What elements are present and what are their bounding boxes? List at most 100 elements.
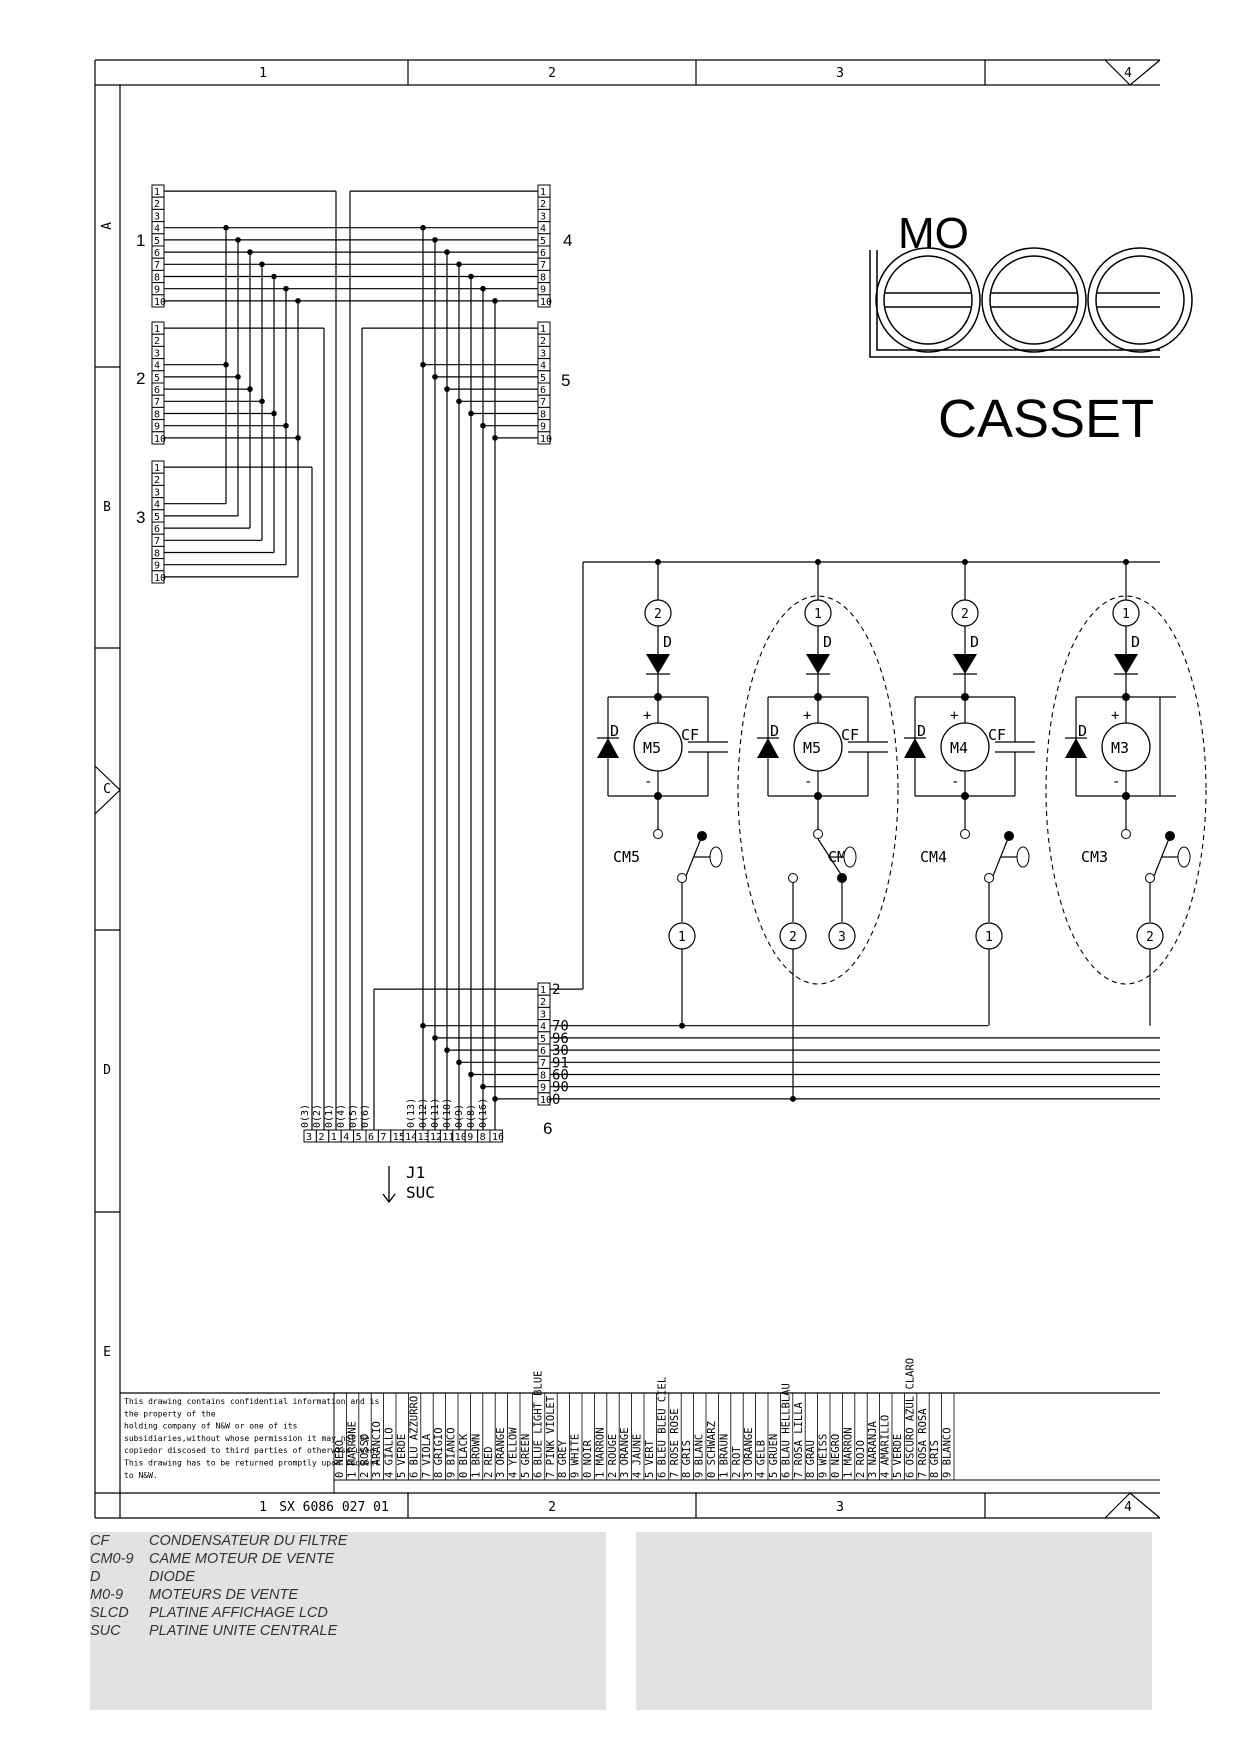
junction-dot [492,298,498,304]
switch-actuator [1016,846,1030,868]
switch-contact [677,873,687,883]
motor-label: M4 [950,739,968,757]
legend-text: PLATINE UNITE CENTRALE [149,1623,338,1639]
connector-1-pin-number: 10 [154,297,166,308]
junction-dot [480,422,486,429]
connector-6-wire-label: 2 [552,982,560,998]
connector-1-pin-number: 1 [154,187,160,198]
connector-4-pin-number: 6 [540,248,546,259]
diode-symbol [646,654,670,674]
color-entry: 6 BLU AZZURRO [408,1396,420,1478]
connector-1-pin-number: 9 [154,285,160,296]
connector-5-pin-number: 2 [540,336,546,347]
title-casset: CASSET [938,389,1154,449]
connector-1-pin-number: 4 [154,224,160,235]
color-entry: 6 BLAU HELLBLAU [780,1383,792,1478]
switch-contact [960,829,970,839]
switch-contact [984,873,994,883]
color-entry: 5 GREEN [520,1434,532,1478]
color-entry: 3 ORANGE [495,1427,507,1478]
connector-6-wire-label: 30 [552,1043,569,1059]
color-entry: 2 ROUGE [607,1434,619,1478]
j1-pin-number: 4 [343,1132,349,1143]
color-entry: 2 ROSSO [359,1434,371,1478]
dashed-option-outline [737,595,899,985]
switch-actuator [1177,846,1191,868]
node-label: 2 [1146,930,1154,945]
junction-dot [247,386,253,392]
diode-symbol [806,654,830,674]
connector-4-pin-number: 8 [540,272,546,283]
motor-minus-sign: - [1112,774,1120,790]
switch-actuator [709,846,723,868]
connector-3-pin-number: 3 [154,487,160,498]
motor-wire [685,835,703,877]
legend-code: SLCD [90,1605,129,1621]
legend-code: M0-9 [90,1587,124,1603]
row-label-d: D [103,1063,111,1078]
color-entry: 3 ORANGE [619,1427,631,1478]
connector-4-pin-number: 7 [540,260,546,271]
cam-label: CM3 [1081,848,1108,866]
legend-text: PLATINE AFFICHAGE LCD [149,1605,328,1621]
connector-5-pin-number: 8 [540,409,546,420]
j1-wire-label: 0(9) [454,1104,465,1128]
flyback-diode-label: D [770,722,779,740]
j1-wire-label: 0(1) [324,1104,335,1128]
connectors-layer: 1234567891012345678910123456789101234567… [151,184,552,1106]
title-mo: MO [898,209,969,258]
junction-dot [679,1022,685,1029]
color-entry: 4 AMARILLO [880,1415,892,1478]
color-entry: 2 ROJO [855,1440,867,1478]
j1-pin-box [489,1129,503,1143]
color-entry: 1 BRAUN [718,1434,730,1478]
row-label-c: C [103,782,111,797]
frame-labels: 1 2 3 4 A B C D E 1 SX 6086 027 01 2 3 4 [100,66,1132,1515]
connector-3-pin-number: 4 [154,500,160,511]
diode-label: D [663,633,672,651]
connector-4-pin-number: 2 [540,199,546,210]
drawing-number: SX 6086 027 01 [279,1500,389,1515]
connector-6-wire-label: 96 [552,1031,569,1047]
node-label: 3 [838,930,846,945]
bottom-col-label-1: 1 [259,1500,267,1515]
switch-contact [788,873,798,883]
connector-2-pin-number: 9 [154,422,160,433]
color-entry: 8 GRIS [681,1440,693,1478]
connector-6-pin-number: 3 [540,1009,546,1020]
connector-1-pin-number: 5 [154,236,160,247]
dashed-option-outline [1045,595,1207,985]
connector-6-wire-label: 0 [552,1092,560,1108]
motor-symbol [633,722,683,772]
cam-label: CM4 [920,848,947,866]
j1-pin-number: 2 [318,1132,324,1143]
j1-pin-number: 16 [492,1132,504,1143]
j1-arrow [382,1166,396,1204]
color-entry: 8 GRIS [929,1440,941,1478]
junction-dot [790,1095,796,1102]
note-line: This drawing contains confidential infor… [124,1397,379,1406]
connector-6-pin-number: 6 [540,1046,546,1057]
legend-code: SUC [90,1623,121,1639]
connector-6-wire-label: 90 [552,1080,569,1096]
color-entry: 9 WHITE [570,1434,582,1478]
motor-wire [1153,835,1171,877]
connector-4-pin-number: 4 [540,224,546,235]
connector-2-label: 2 [136,369,145,388]
note-line: This drawing has to be returned promptly… [124,1459,379,1468]
j1-pin-number: 9 [467,1132,473,1143]
color-entry: 0 NEGRO [830,1434,842,1478]
node-label: 1 [1122,607,1130,622]
j1-board: SUC [406,1183,435,1202]
color-entry: 2 RED [483,1446,495,1478]
color-entry: 2 ROT [731,1446,743,1478]
connector-5-pin-number: 7 [540,397,546,408]
